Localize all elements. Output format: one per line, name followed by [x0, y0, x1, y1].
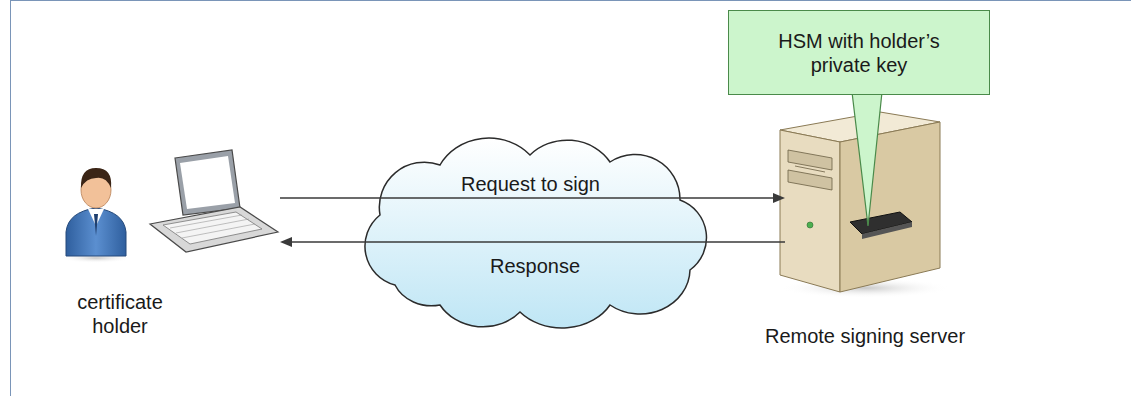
- edge-label: Response: [490, 254, 580, 278]
- arrow-connector: [280, 237, 785, 247]
- server-node: Remote signing server: [785, 110, 945, 295]
- network-cloud: [365, 138, 707, 328]
- node-label: Remote signing server: [765, 324, 965, 348]
- person-icon: [60, 168, 132, 263]
- node-label: HSM with holder’s private key: [759, 29, 959, 77]
- callout-pointer: [852, 92, 882, 226]
- holder-node: certificate holder: [55, 160, 280, 338]
- callout-box: HSM with holder’s private key: [728, 10, 990, 95]
- frame-line: [10, 0, 11, 396]
- laptop-icon: [150, 150, 278, 252]
- edge-label: Request to sign: [461, 172, 600, 196]
- frame-line: [10, 0, 1131, 1]
- node-label: certificate holder: [65, 290, 175, 338]
